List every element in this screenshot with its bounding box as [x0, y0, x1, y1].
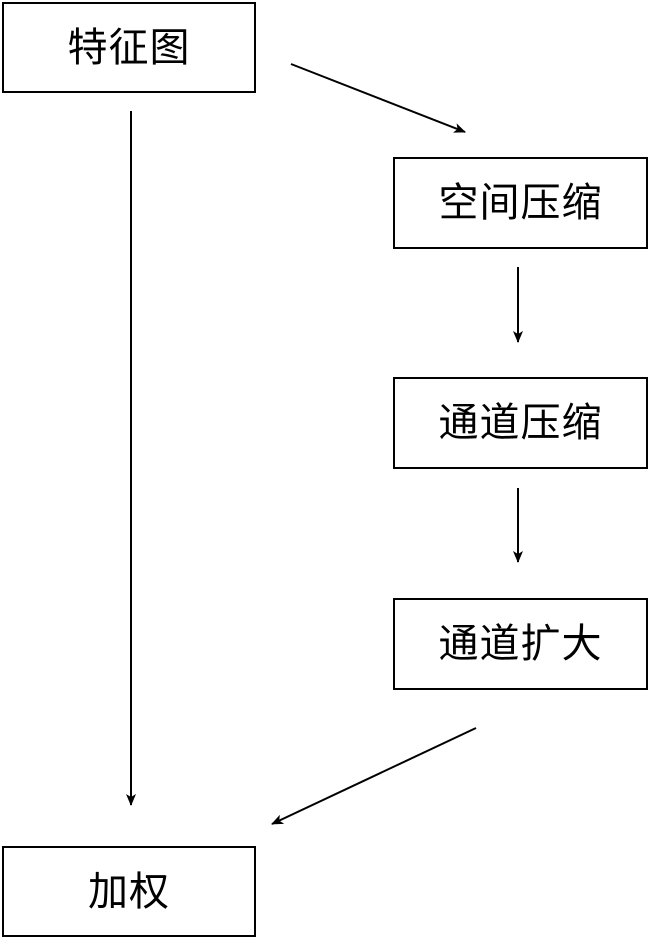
node-channel-expand: 通道扩大: [393, 598, 648, 690]
node-weighting: 加权: [2, 846, 256, 937]
node-feature-map: 特征图: [2, 2, 256, 93]
arrow-expand-to-weighting: [271, 727, 477, 825]
arrow-feature-to-spatial: [290, 63, 466, 133]
node-channel-expand-label: 通道扩大: [438, 621, 603, 667]
node-channel-compress: 通道压缩: [393, 377, 648, 469]
node-spatial-compress-label: 空间压缩: [438, 180, 603, 226]
node-feature-map-label: 特征图: [67, 24, 191, 71]
node-weighting-label: 加权: [88, 868, 170, 915]
node-spatial-compress: 空间压缩: [393, 157, 648, 249]
node-channel-compress-label: 通道压缩: [438, 400, 603, 446]
